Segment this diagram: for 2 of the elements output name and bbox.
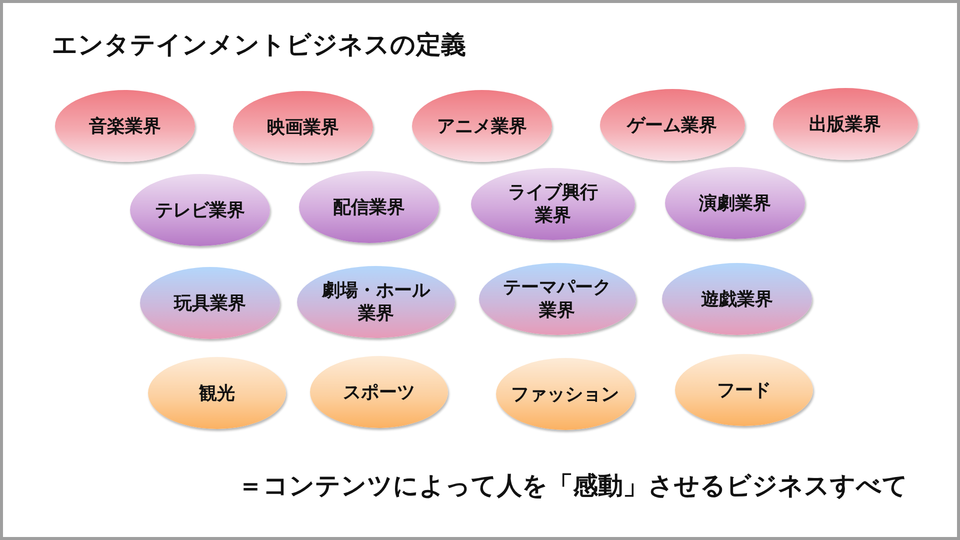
definition-text: ＝コンテンツによって人を「感動」させるビジネスすべて xyxy=(238,470,908,502)
title: エンタテインメントビジネスの定義 xyxy=(52,29,466,61)
